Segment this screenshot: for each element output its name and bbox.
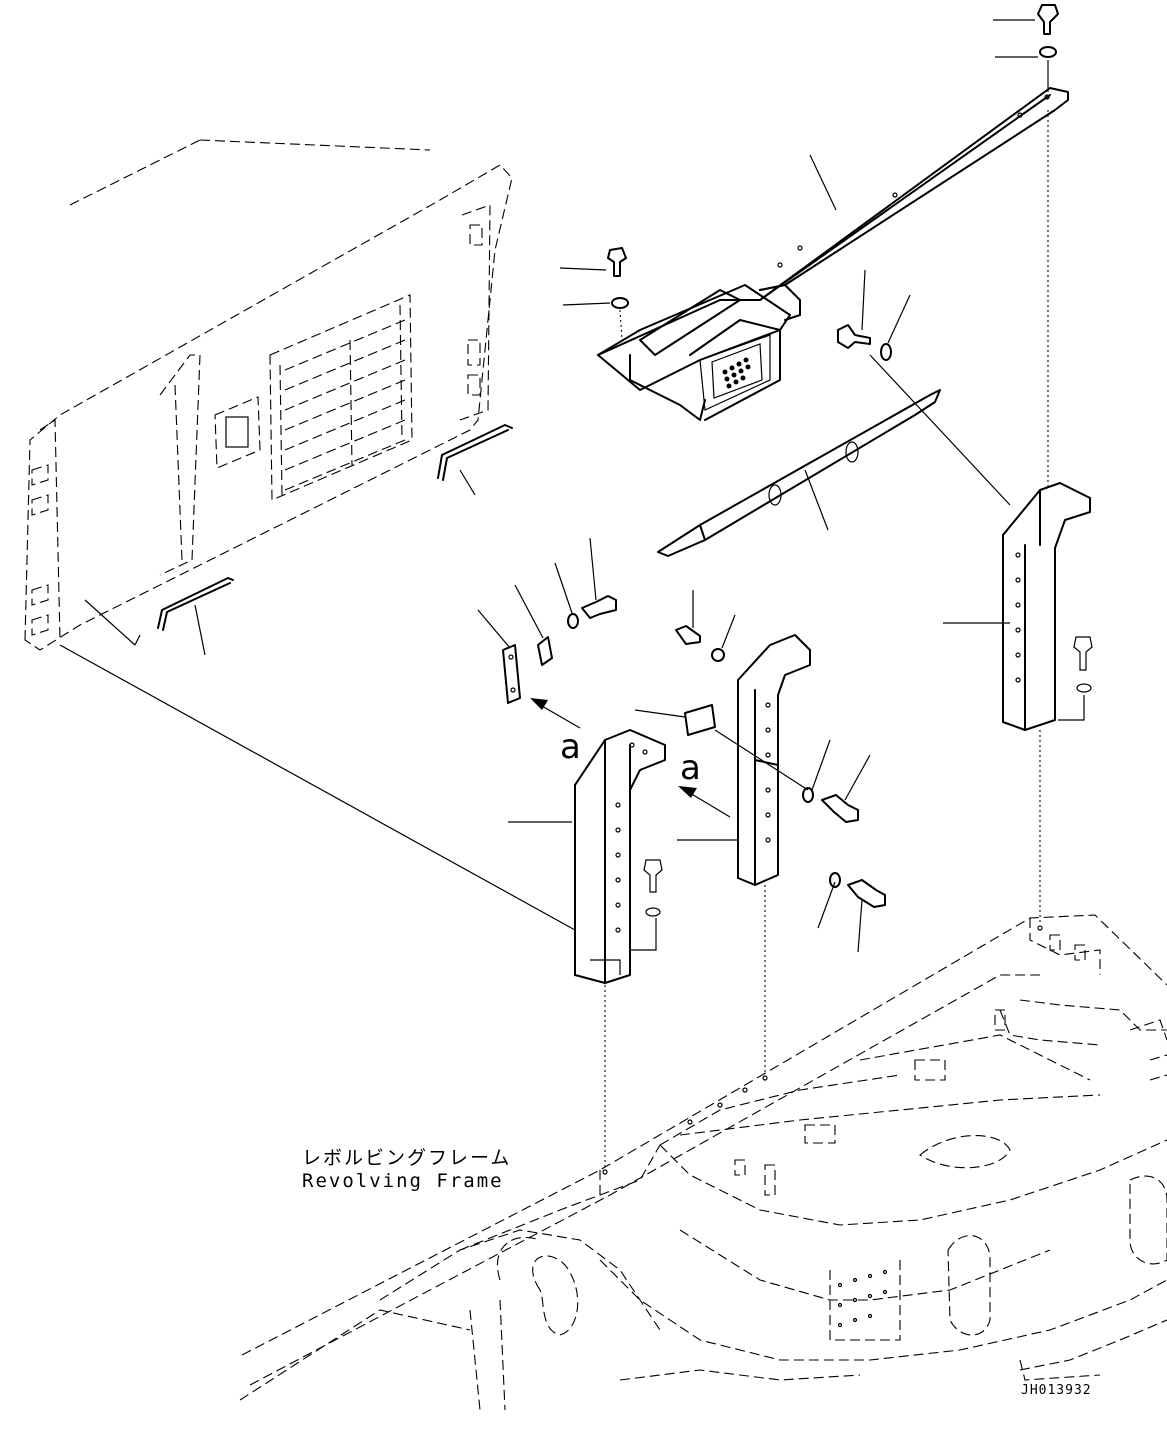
arrow-icon	[678, 786, 731, 818]
rod	[657, 389, 941, 557]
support-column	[574, 729, 666, 984]
bolt-icon	[837, 324, 871, 349]
washer-icon	[1076, 683, 1092, 693]
side-panel	[24, 139, 513, 651]
bolt-icon	[607, 247, 627, 277]
washer-icon	[567, 613, 579, 629]
washer-icon	[802, 787, 814, 803]
bolt-icon	[1037, 4, 1059, 35]
grab-handle	[157, 577, 234, 631]
frame-label-japanese: レボルビングフレーム	[302, 1147, 512, 1169]
view-mark-a: a	[560, 727, 581, 767]
washer-icon	[645, 907, 661, 917]
bolt-icon	[1073, 636, 1093, 671]
drawing-number: JH013932	[1021, 1383, 1092, 1398]
grille-icon	[722, 357, 751, 389]
washer-icon	[829, 872, 841, 888]
leader-lines	[194, 19, 1085, 953]
washer-icon	[611, 297, 629, 309]
revolving-frame	[239, 914, 1167, 1411]
support-column	[737, 634, 811, 886]
assembly-lines	[59, 60, 1049, 1170]
plate	[502, 644, 521, 704]
bolt-icon	[643, 859, 663, 893]
bolt-icon	[821, 794, 859, 823]
grab-handle	[437, 424, 513, 481]
bolt-icon	[581, 595, 617, 619]
frame-label-english: Revolving Frame	[302, 1170, 504, 1192]
washer-icon	[1039, 46, 1057, 58]
bracket	[537, 636, 553, 666]
cross-member	[597, 87, 1069, 356]
bolt-icon	[675, 625, 701, 645]
washer-icon	[880, 343, 892, 361]
washer-icon	[711, 648, 725, 662]
arrow-icon	[530, 698, 581, 729]
plate	[684, 704, 716, 736]
support-column	[1002, 482, 1091, 731]
bolt-icon	[847, 879, 886, 908]
bracket	[597, 284, 791, 421]
view-mark-a: a	[680, 748, 701, 788]
